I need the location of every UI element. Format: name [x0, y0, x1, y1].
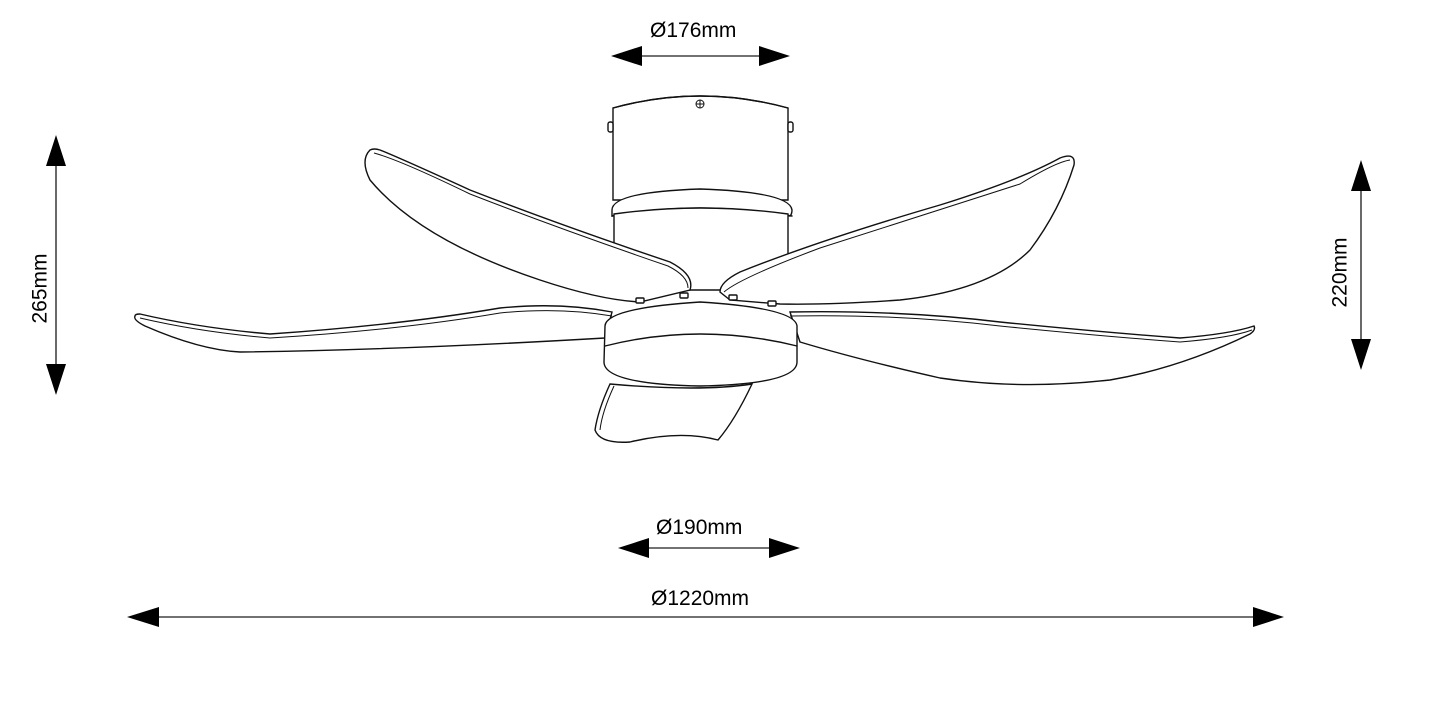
- total-height-label: 265mm: [28, 253, 52, 324]
- dimension-canopy: [611, 46, 790, 66]
- dimension-body-height: [1351, 160, 1371, 370]
- light-diameter-label: Ø190mm: [656, 516, 743, 539]
- motor-housing: [603, 292, 798, 387]
- blade-back-left: [364, 148, 692, 303]
- canopy-diameter-label: Ø176mm: [650, 19, 737, 42]
- sweep-diameter-label: Ø1220mm: [651, 587, 750, 610]
- dimension-sweep: [127, 607, 1284, 627]
- blade-front: [594, 383, 754, 443]
- blade-right: [789, 311, 1256, 386]
- blade-left: [134, 305, 613, 353]
- blade-back-right: [719, 155, 1075, 305]
- body-height-label: 220mm: [1328, 237, 1352, 308]
- dimension-light: [618, 538, 800, 558]
- dimension-total-height: [46, 135, 66, 395]
